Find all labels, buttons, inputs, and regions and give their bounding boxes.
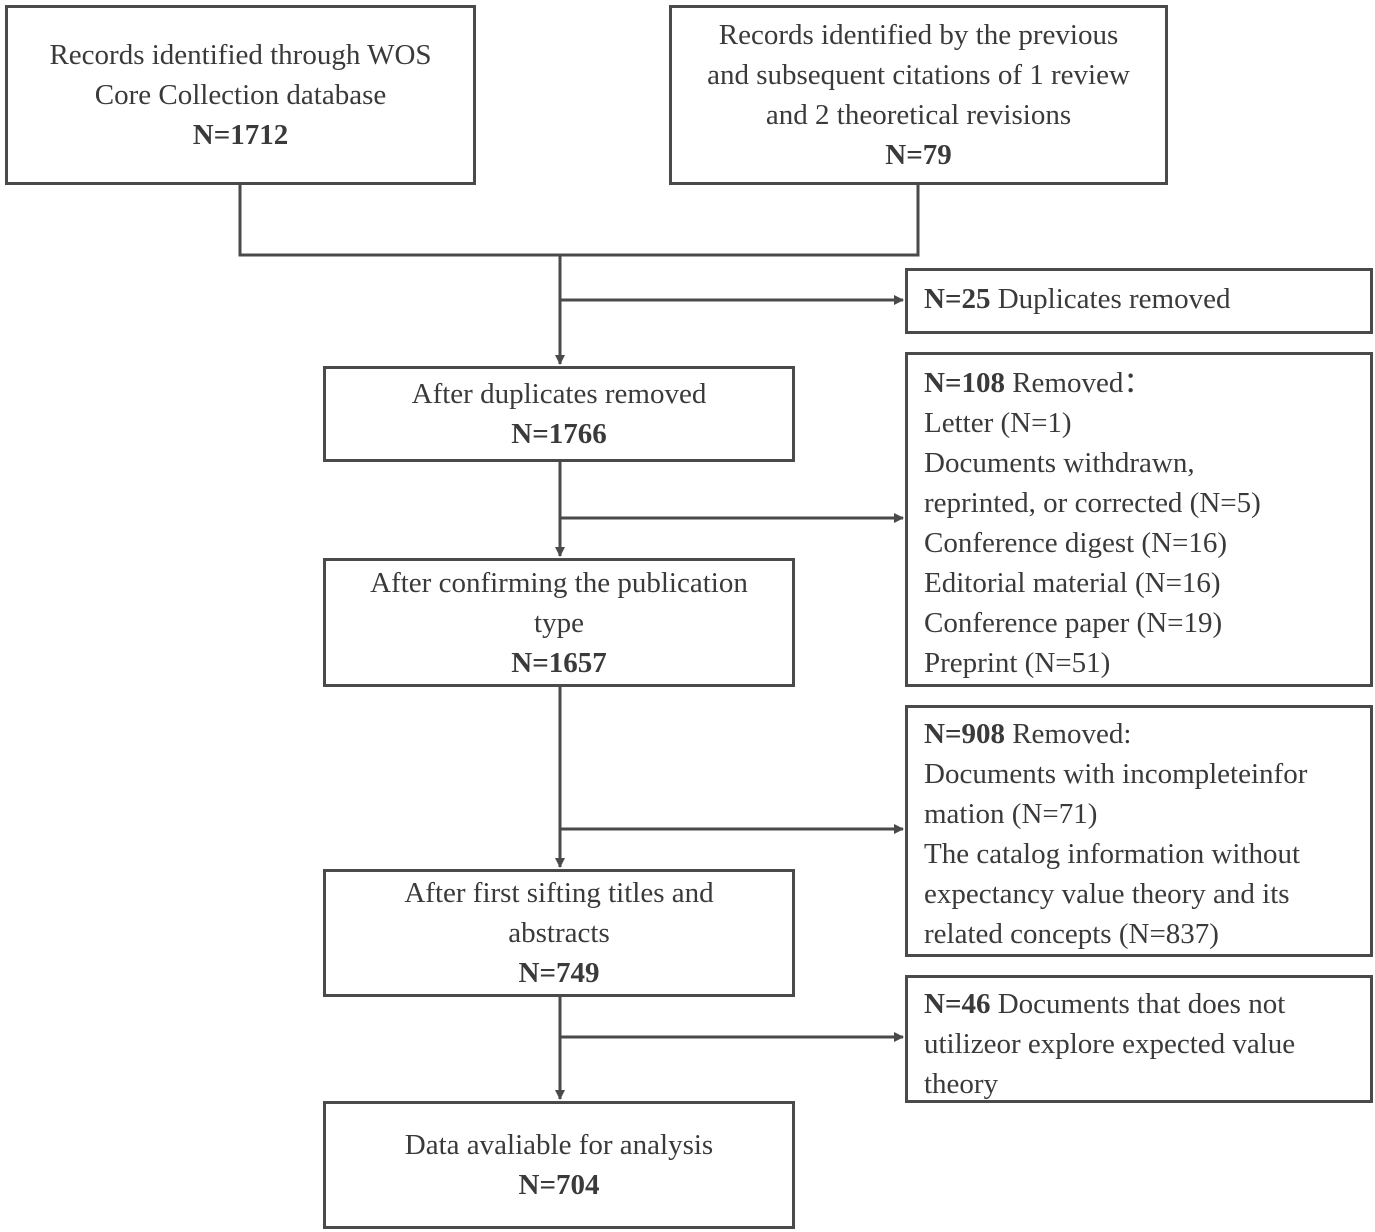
duplicates-removed-box: N=25 Duplicates removed [905, 268, 1373, 334]
final-data-box: Data avaliable for analysis N=704 [323, 1101, 795, 1229]
source-wos-box: Records identified through WOS Core Coll… [5, 5, 476, 185]
source-citations-box: Records identified by the previous and s… [669, 5, 1168, 185]
sifting-removed-header: N=908 Removed: [924, 714, 1370, 754]
source-wos-count: N=1712 [192, 119, 289, 151]
duplicates-removed-text: Duplicates removed [990, 283, 1231, 315]
after-first-sifting-line-1: After first sifting titles and [404, 877, 714, 909]
sifting-removed-box: N=908 Removed: Documents with incomplete… [905, 705, 1373, 957]
not-utilize-removed-text: Documents that does not [990, 988, 1286, 1020]
source-wos-line-2: Core Collection database [94, 79, 387, 111]
publication-type-removed-box: N=108 Removed： Letter (N=1) Documents wi… [905, 352, 1373, 687]
sifting-removed-item: The catalog information without [924, 838, 1301, 870]
publication-type-removed-count: N=108 [924, 367, 1005, 399]
publication-type-removed-item: Letter (N=1) [924, 407, 1072, 439]
after-first-sifting-box: After first sifting titles and abstracts… [323, 869, 795, 997]
source-citations-line-2: and subsequent citations of 1 review [707, 59, 1130, 91]
duplicates-removed-line: N=25 Duplicates removed [924, 279, 1370, 319]
after-first-sifting-count: N=749 [518, 957, 600, 989]
publication-type-removed-item: Editorial material (N=16) [924, 567, 1221, 599]
merge-connector [238, 184, 920, 257]
after-publication-type-line-2: type [534, 606, 584, 639]
source-citations-line-3: and 2 theoretical revisions [765, 99, 1072, 131]
publication-type-removed-text: Removed： [1004, 367, 1153, 399]
publication-type-removed-item: Preprint (N=51) [924, 647, 1111, 679]
source-wos-line-1: Records identified through WOS [49, 39, 432, 71]
duplicates-removed-count: N=25 [924, 283, 991, 315]
final-data-count: N=704 [518, 1169, 600, 1201]
not-utilize-removed-box: N=46 Documents that does not utilizeor e… [905, 975, 1373, 1103]
after-first-sifting-line-2: abstracts [508, 917, 610, 949]
publication-type-removed-item: reprinted, or corrected (N=5) [924, 487, 1261, 519]
publication-type-removed-item: Documents withdrawn, [924, 447, 1195, 479]
not-utilize-removed-header: N=46 Documents that does not [924, 984, 1370, 1024]
after-publication-type-line-1: After confirming the publication [370, 566, 748, 599]
sifting-removed-count: N=908 [924, 718, 1005, 750]
not-utilize-removed-item: utilizeor explore expected value [924, 1028, 1296, 1060]
sifting-removed-item: related concepts (N=837) [924, 918, 1219, 950]
after-publication-type-count: N=1657 [511, 646, 607, 679]
source-citations-count: N=79 [885, 139, 952, 171]
after-publication-type-box: After confirming the publication type N=… [323, 558, 795, 687]
after-duplicates-count: N=1766 [511, 418, 607, 450]
publication-type-removed-header: N=108 Removed： [924, 363, 1370, 403]
not-utilize-removed-count: N=46 [924, 988, 991, 1020]
final-data-label: Data avaliable for analysis [404, 1129, 714, 1161]
after-duplicates-box: After duplicates removed N=1766 [323, 366, 795, 462]
source-citations-line-1: Records identified by the previous [718, 19, 1119, 51]
sifting-removed-item: expectancy value theory and its [924, 878, 1290, 910]
sifting-removed-text: Removed: [1004, 718, 1132, 750]
sifting-removed-item: Documents with incompleteinfor [924, 758, 1308, 790]
publication-type-removed-item: Conference digest (N=16) [924, 527, 1228, 559]
not-utilize-removed-item: theory [924, 1068, 999, 1100]
after-duplicates-label: After duplicates removed [411, 378, 707, 410]
publication-type-removed-item: Conference paper (N=19) [924, 607, 1223, 639]
sifting-removed-item: mation (N=71) [924, 798, 1098, 830]
